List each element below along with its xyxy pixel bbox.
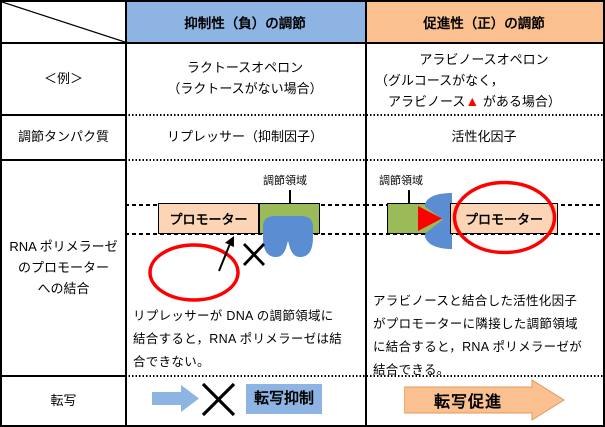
example-positive-text: アラビノースオペロン （グルコースがなく， アラビノース▲ がある場合） (365, 44, 603, 112)
row-label-transcription: 転写 (2, 375, 125, 425)
region-pointer-line-positive (408, 190, 410, 204)
promoter-box-negative: プロモーター (158, 203, 259, 234)
example-negative-text: ラクトースオペロン （ラクトースがない場合） (167, 57, 322, 99)
positive-caption-line4: 結合できる。 (373, 363, 450, 377)
transcription-promoted-text-wrap: 転写促進 (404, 379, 532, 421)
transcription-positive-cell: 転写促進 (365, 375, 603, 425)
promoter-label-positive: プロモーター (464, 212, 543, 227)
grid-hline-row2-dotted (125, 159, 603, 161)
negative-caption-line3: 合できない。 (133, 355, 210, 369)
protein-positive-cell: 活性化因子 (365, 114, 603, 159)
diagonal-line (2, 2, 125, 42)
arabinose-condition-line3: アラビノース▲ がある場合） (365, 91, 603, 112)
arabinose-condition-end: がある場合） (479, 94, 561, 109)
blocked-cross-icon (242, 243, 266, 266)
row-label-protein: 調節タンパク質 (2, 114, 125, 159)
binding-negative-diagram: 調節領域 プロモーター リプレッサーが DNA の調節領域に 結合すると，RNA… (125, 159, 365, 375)
grid-vline-col2 (365, 2, 367, 425)
grid-hline-row1-dotted (125, 114, 603, 116)
positive-caption-line2: がプロモーターに隣接した調節領域 (373, 317, 578, 331)
repressor-text: リプレッサー（抑制因子） (166, 129, 323, 144)
arabinose-operon-text: アラビノースオペロン (419, 52, 549, 67)
example-negative-cell: ラクトースオペロン （ラクトースがない場合） (125, 42, 365, 114)
protein-negative-cell: リプレッサー（抑制因子） (125, 114, 365, 159)
row-label-example: ＜例＞ (2, 42, 125, 114)
grid-hline-row2-left (2, 159, 125, 161)
grid-hline-header (2, 42, 603, 44)
example-label-text: ＜例＞ (43, 70, 83, 86)
positive-caption: アラビノースと結合した活性化因子 がプロモーターに隣接した調節領域 に結合すると… (373, 290, 599, 382)
header-corner-cell (2, 2, 125, 42)
grid-hline-row3-dotted (125, 375, 603, 377)
arabinose-condition-line2: （グルコースがなく， (375, 73, 504, 88)
transcription-label-text: 転写 (50, 392, 77, 408)
regulatory-region-label-positive: 調節領域 (379, 175, 423, 187)
transcription-suppressed-text: 転写抑制 (254, 390, 315, 407)
binding-positive-diagram: 調節領域 プロモーター アラビノースと結合した活性化因子 がプロモーターに隣接し… (365, 159, 603, 377)
header-negative-regulation: 抑制性（負）の調節 (125, 2, 365, 42)
header-positive-regulation: 促進性（正）の調節 (365, 2, 603, 42)
rna-polymerase-ellipse-negative (148, 243, 240, 302)
grid-hline-row1-left (2, 114, 125, 116)
transcription-blocked-cross-icon (201, 382, 236, 417)
lactose-condition-text: （ラクトースがない場合） (167, 81, 323, 96)
rna-polymerase-ellipse-positive (452, 180, 557, 255)
promoter-label-negative: プロモーター (169, 212, 248, 227)
arabinose-triangle-shape (418, 206, 442, 231)
transcription-promoted-arrow (404, 379, 565, 421)
repressor-protein-shape (263, 216, 313, 257)
binding-label-line3: への結合 (37, 280, 90, 296)
negative-caption: リプレッサーが DNA の調節領域に 結合すると，RNA ポリメラーゼは結 合で… (133, 305, 359, 374)
positive-caption-line3: に結合すると，RNA ポリメラーゼが (373, 340, 583, 354)
lactose-operon-text: ラクトースオペロン (186, 60, 304, 75)
negative-caption-line2: 結合すると，RNA ポリメラーゼは結 (133, 332, 343, 346)
binding-label-line2: のプロモーター (17, 259, 109, 275)
grid-vline-col1 (125, 2, 127, 425)
activator-text: 活性化因子 (451, 129, 517, 144)
promoter-box-positive: プロモーター (450, 203, 558, 234)
arabinose-text: アラビノース (388, 94, 466, 109)
binding-label-line1: RNA ポリメラーゼ (9, 238, 118, 254)
binding-label-text: RNA ポリメラーゼ のプロモーター への結合 (9, 236, 117, 299)
grid-hline-row3-left (2, 375, 125, 377)
transcription-promoted-text: 転写促進 (433, 394, 502, 411)
protein-label-text: 調節タンパク質 (17, 129, 109, 144)
arabinose-triangle-icon: ▲ (465, 93, 480, 109)
example-positive-cell: アラビノースオペロン （グルコースがなく， アラビノース▲ がある場合） (365, 42, 603, 114)
header-positive-label: 促進性（正）の調節 (423, 16, 545, 31)
transcription-negative-cell: 転写抑制 (125, 375, 365, 425)
region-pointer-line-negative (289, 190, 291, 204)
positive-caption-line1: アラビノースと結合した活性化因子 (373, 294, 578, 308)
activator-protein-shape (424, 193, 452, 249)
regulatory-region-label-negative: 調節領域 (263, 175, 307, 187)
binding-attempt-arrow (218, 236, 234, 272)
header-negative-label: 抑制性（負）の調節 (184, 16, 306, 31)
negative-caption-line1: リプレッサーが DNA の調節領域に (133, 309, 334, 323)
row-label-binding: RNA ポリメラーゼ のプロモーター への結合 (2, 159, 125, 375)
transcription-suppressed-badge: 転写抑制 (246, 384, 323, 414)
transcription-arrow-blue (152, 385, 199, 412)
